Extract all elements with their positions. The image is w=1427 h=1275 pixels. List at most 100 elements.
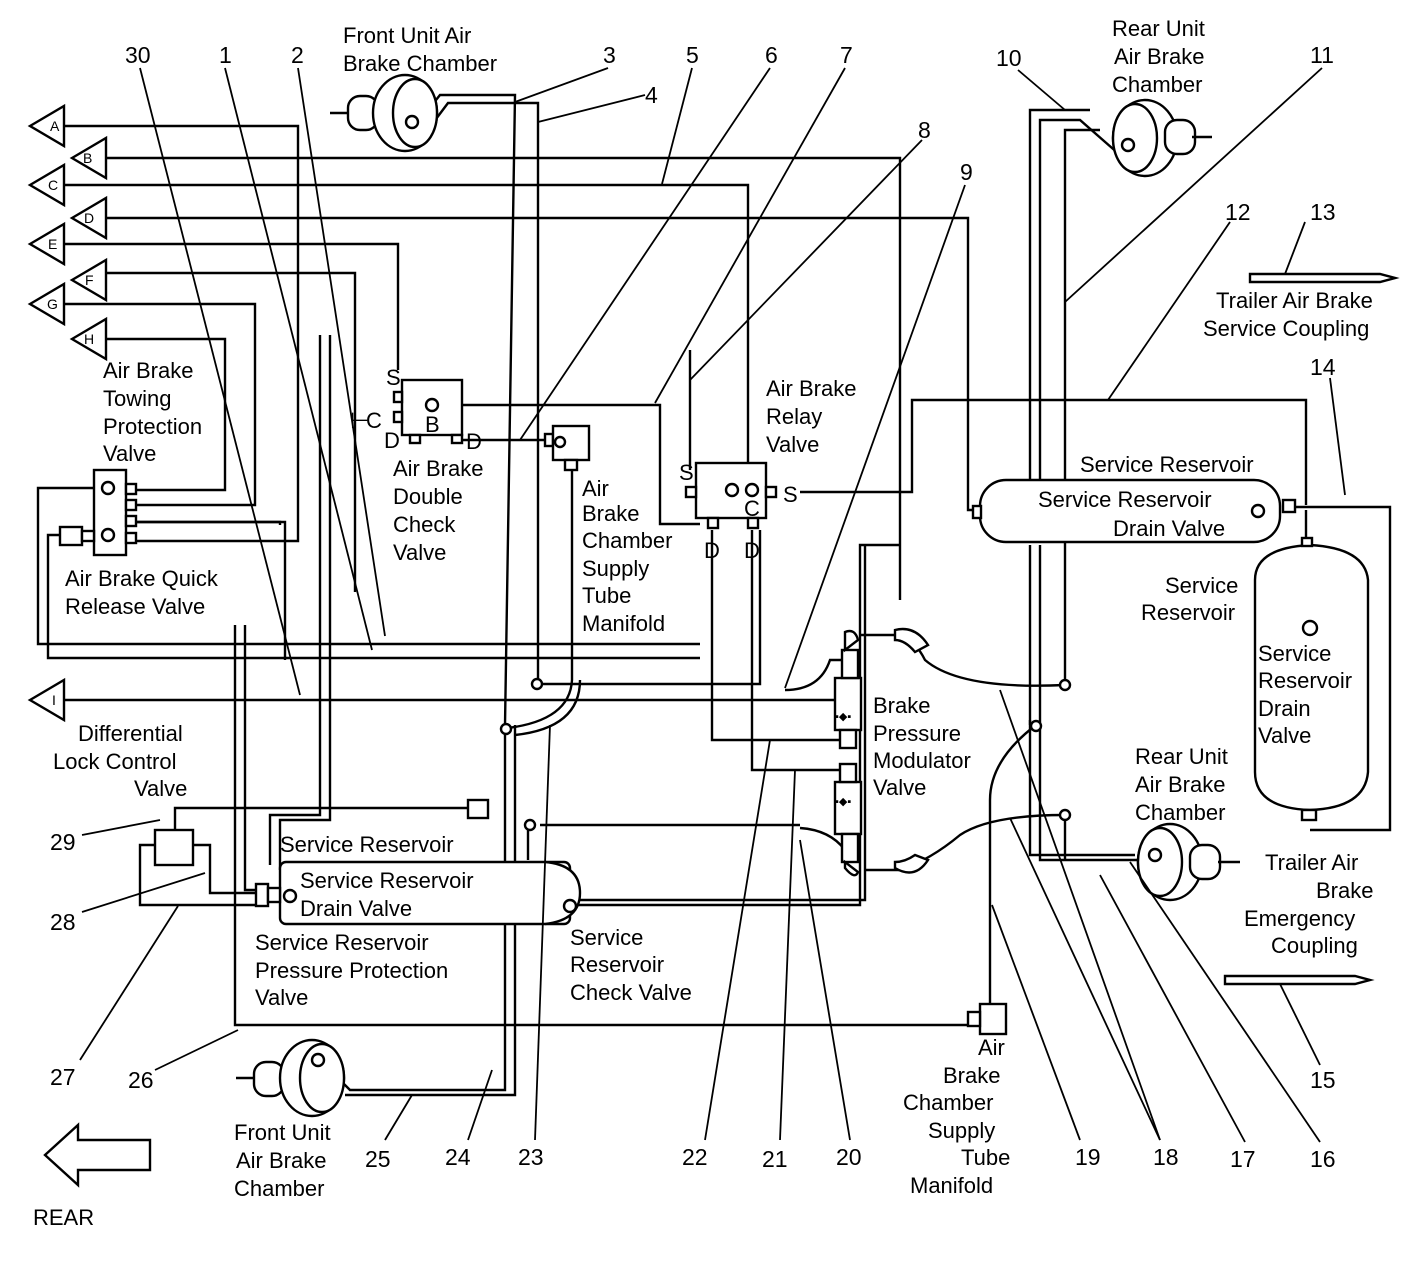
svg-text:Supply: Supply <box>928 1118 995 1143</box>
callout-4: 4 <box>645 82 658 108</box>
callout-18: 18 <box>1153 1144 1179 1170</box>
connector-f: F <box>69 257 108 303</box>
leader-lines <box>79 67 1346 1143</box>
label-relay-valve: Air Brake Relay Valve <box>766 376 856 457</box>
rear-arrow-icon <box>43 1122 152 1188</box>
callout-30: 30 <box>125 42 151 68</box>
callout-15: 15 <box>1310 1067 1336 1093</box>
svg-text:B: B <box>83 150 92 166</box>
svg-text:Front Unit Air: Front Unit Air <box>343 23 471 48</box>
svg-text:Trailer Air: Trailer Air <box>1265 850 1358 875</box>
connector-arrows: A B C D E F G H <box>27 103 108 723</box>
svg-text:Brake: Brake <box>1316 878 1373 903</box>
junction-dots <box>499 677 1072 832</box>
callout-25: 25 <box>365 1146 391 1172</box>
svg-text:Check: Check <box>393 512 456 537</box>
port-d-label: D <box>704 538 720 563</box>
port-c-label: C <box>744 496 760 521</box>
label-service-reservoir-left: Service Reservoir <box>280 832 454 857</box>
label-drain-valve-right: Service Reservoir <box>1038 487 1212 512</box>
callout-3: 3 <box>603 42 616 68</box>
callout-12: 12 <box>1225 199 1251 225</box>
trailer-service-coupling <box>1248 272 1400 284</box>
quick-release-valve <box>58 525 96 547</box>
label-front-chamber-top: Front Unit Air Brake Chamber <box>343 23 497 76</box>
svg-text:▪◆▪: ▪◆▪ <box>835 796 851 808</box>
port-c-label: ⊢ <box>350 408 369 433</box>
svg-text:Pressure: Pressure <box>873 721 961 746</box>
callout-10: 10 <box>996 45 1022 71</box>
supply-manifold-bottom <box>966 1002 1008 1036</box>
port-c-label: C <box>366 408 382 433</box>
svg-text:Valve: Valve <box>766 432 819 457</box>
svg-text:I: I <box>52 692 56 708</box>
svg-text:Valve: Valve <box>393 540 446 565</box>
svg-text:Double: Double <box>393 484 463 509</box>
svg-text:E: E <box>48 236 57 252</box>
label-service-reservoir-right: Service Reservoir <box>1080 452 1254 477</box>
front-chamber-top <box>330 73 439 153</box>
svg-text:F: F <box>85 272 94 288</box>
svg-text:Manifold: Manifold <box>910 1173 993 1198</box>
label-supply-manifold-bottom: Air Brake Chamber Supply Tube Manifold <box>903 1035 1010 1198</box>
svg-text:Brake: Brake <box>873 693 930 718</box>
svg-text:Chamber: Chamber <box>234 1176 324 1201</box>
svg-text:Air Brake: Air Brake <box>236 1148 326 1173</box>
port-s-label: S <box>679 460 694 485</box>
svg-text:Reservoir: Reservoir <box>570 952 664 977</box>
svg-text:Air Brake: Air Brake <box>103 358 193 383</box>
svg-text:Reservoir: Reservoir <box>1258 668 1352 693</box>
svg-text:Protection: Protection <box>103 414 202 439</box>
callout-26: 26 <box>128 1067 154 1093</box>
callout-23: 23 <box>518 1144 544 1170</box>
svg-text:Towing: Towing <box>103 386 171 411</box>
port-d-label: D <box>384 428 400 453</box>
svg-text:Relay: Relay <box>766 404 822 429</box>
label-rear-chamber-bottom: Rear Unit Air Brake Chamber <box>1135 744 1228 825</box>
connector-d: D <box>69 195 108 241</box>
callout-19: 19 <box>1075 1144 1101 1170</box>
svg-text:Manifold: Manifold <box>582 611 665 636</box>
connector-g: G <box>27 281 66 327</box>
svg-text:Service: Service <box>1165 573 1238 598</box>
svg-text:Valve: Valve <box>103 441 156 466</box>
label-trailer-service-coupling: Trailer Air Brake Service Coupling <box>1203 288 1373 341</box>
label-front-chamber-bottom: Front Unit Air Brake Chamber <box>234 1120 331 1201</box>
label-rear-chamber-top: Rear Unit Air Brake Chamber <box>1112 16 1205 97</box>
port-b-label: B <box>425 412 440 437</box>
callout-6: 6 <box>765 42 778 68</box>
svg-text:Valve: Valve <box>255 985 308 1010</box>
label-differential-lock: Differential Lock Control Valve <box>53 721 187 801</box>
svg-text:Modulator: Modulator <box>873 748 971 773</box>
callout-7: 7 <box>840 42 853 68</box>
svg-text:C: C <box>48 177 58 193</box>
towing-protection-valve <box>92 468 138 557</box>
svg-text:Chamber: Chamber <box>582 528 672 553</box>
svg-text:Trailer Air Brake: Trailer Air Brake <box>1216 288 1373 313</box>
relay-valve: S C S D D <box>679 460 798 563</box>
label-drain-valve-right: Drain Valve <box>1113 516 1225 541</box>
connector-i: I <box>27 677 66 723</box>
port-s-label: S <box>783 482 798 507</box>
svg-text:Release Valve: Release Valve <box>65 594 205 619</box>
connector-b: B <box>69 135 108 181</box>
supply-manifold-top <box>543 424 591 472</box>
trailer-emergency-coupling <box>1223 974 1375 986</box>
label-rear: REAR <box>33 1205 94 1230</box>
label-drain-valve-left: Service Reservoir <box>300 868 474 893</box>
svg-text:Air Brake: Air Brake <box>1135 772 1225 797</box>
service-reservoir-vertical <box>1253 536 1370 822</box>
callout-28: 28 <box>50 909 76 935</box>
callout-14: 14 <box>1310 354 1336 380</box>
svg-text:Tube: Tube <box>961 1145 1010 1170</box>
label-quick-release: Air Brake Quick Release Valve <box>65 566 219 619</box>
svg-text:G: G <box>47 296 58 312</box>
svg-text:Chamber: Chamber <box>903 1090 993 1115</box>
label-supply-manifold-top: Air Brake Chamber Supply Tube Manifold <box>582 476 672 636</box>
callout-11: 11 <box>1310 42 1334 68</box>
callout-1: 1 <box>219 42 232 68</box>
callout-22: 22 <box>682 1144 708 1170</box>
connector-a: A <box>27 103 66 149</box>
callout-29: 29 <box>50 829 76 855</box>
